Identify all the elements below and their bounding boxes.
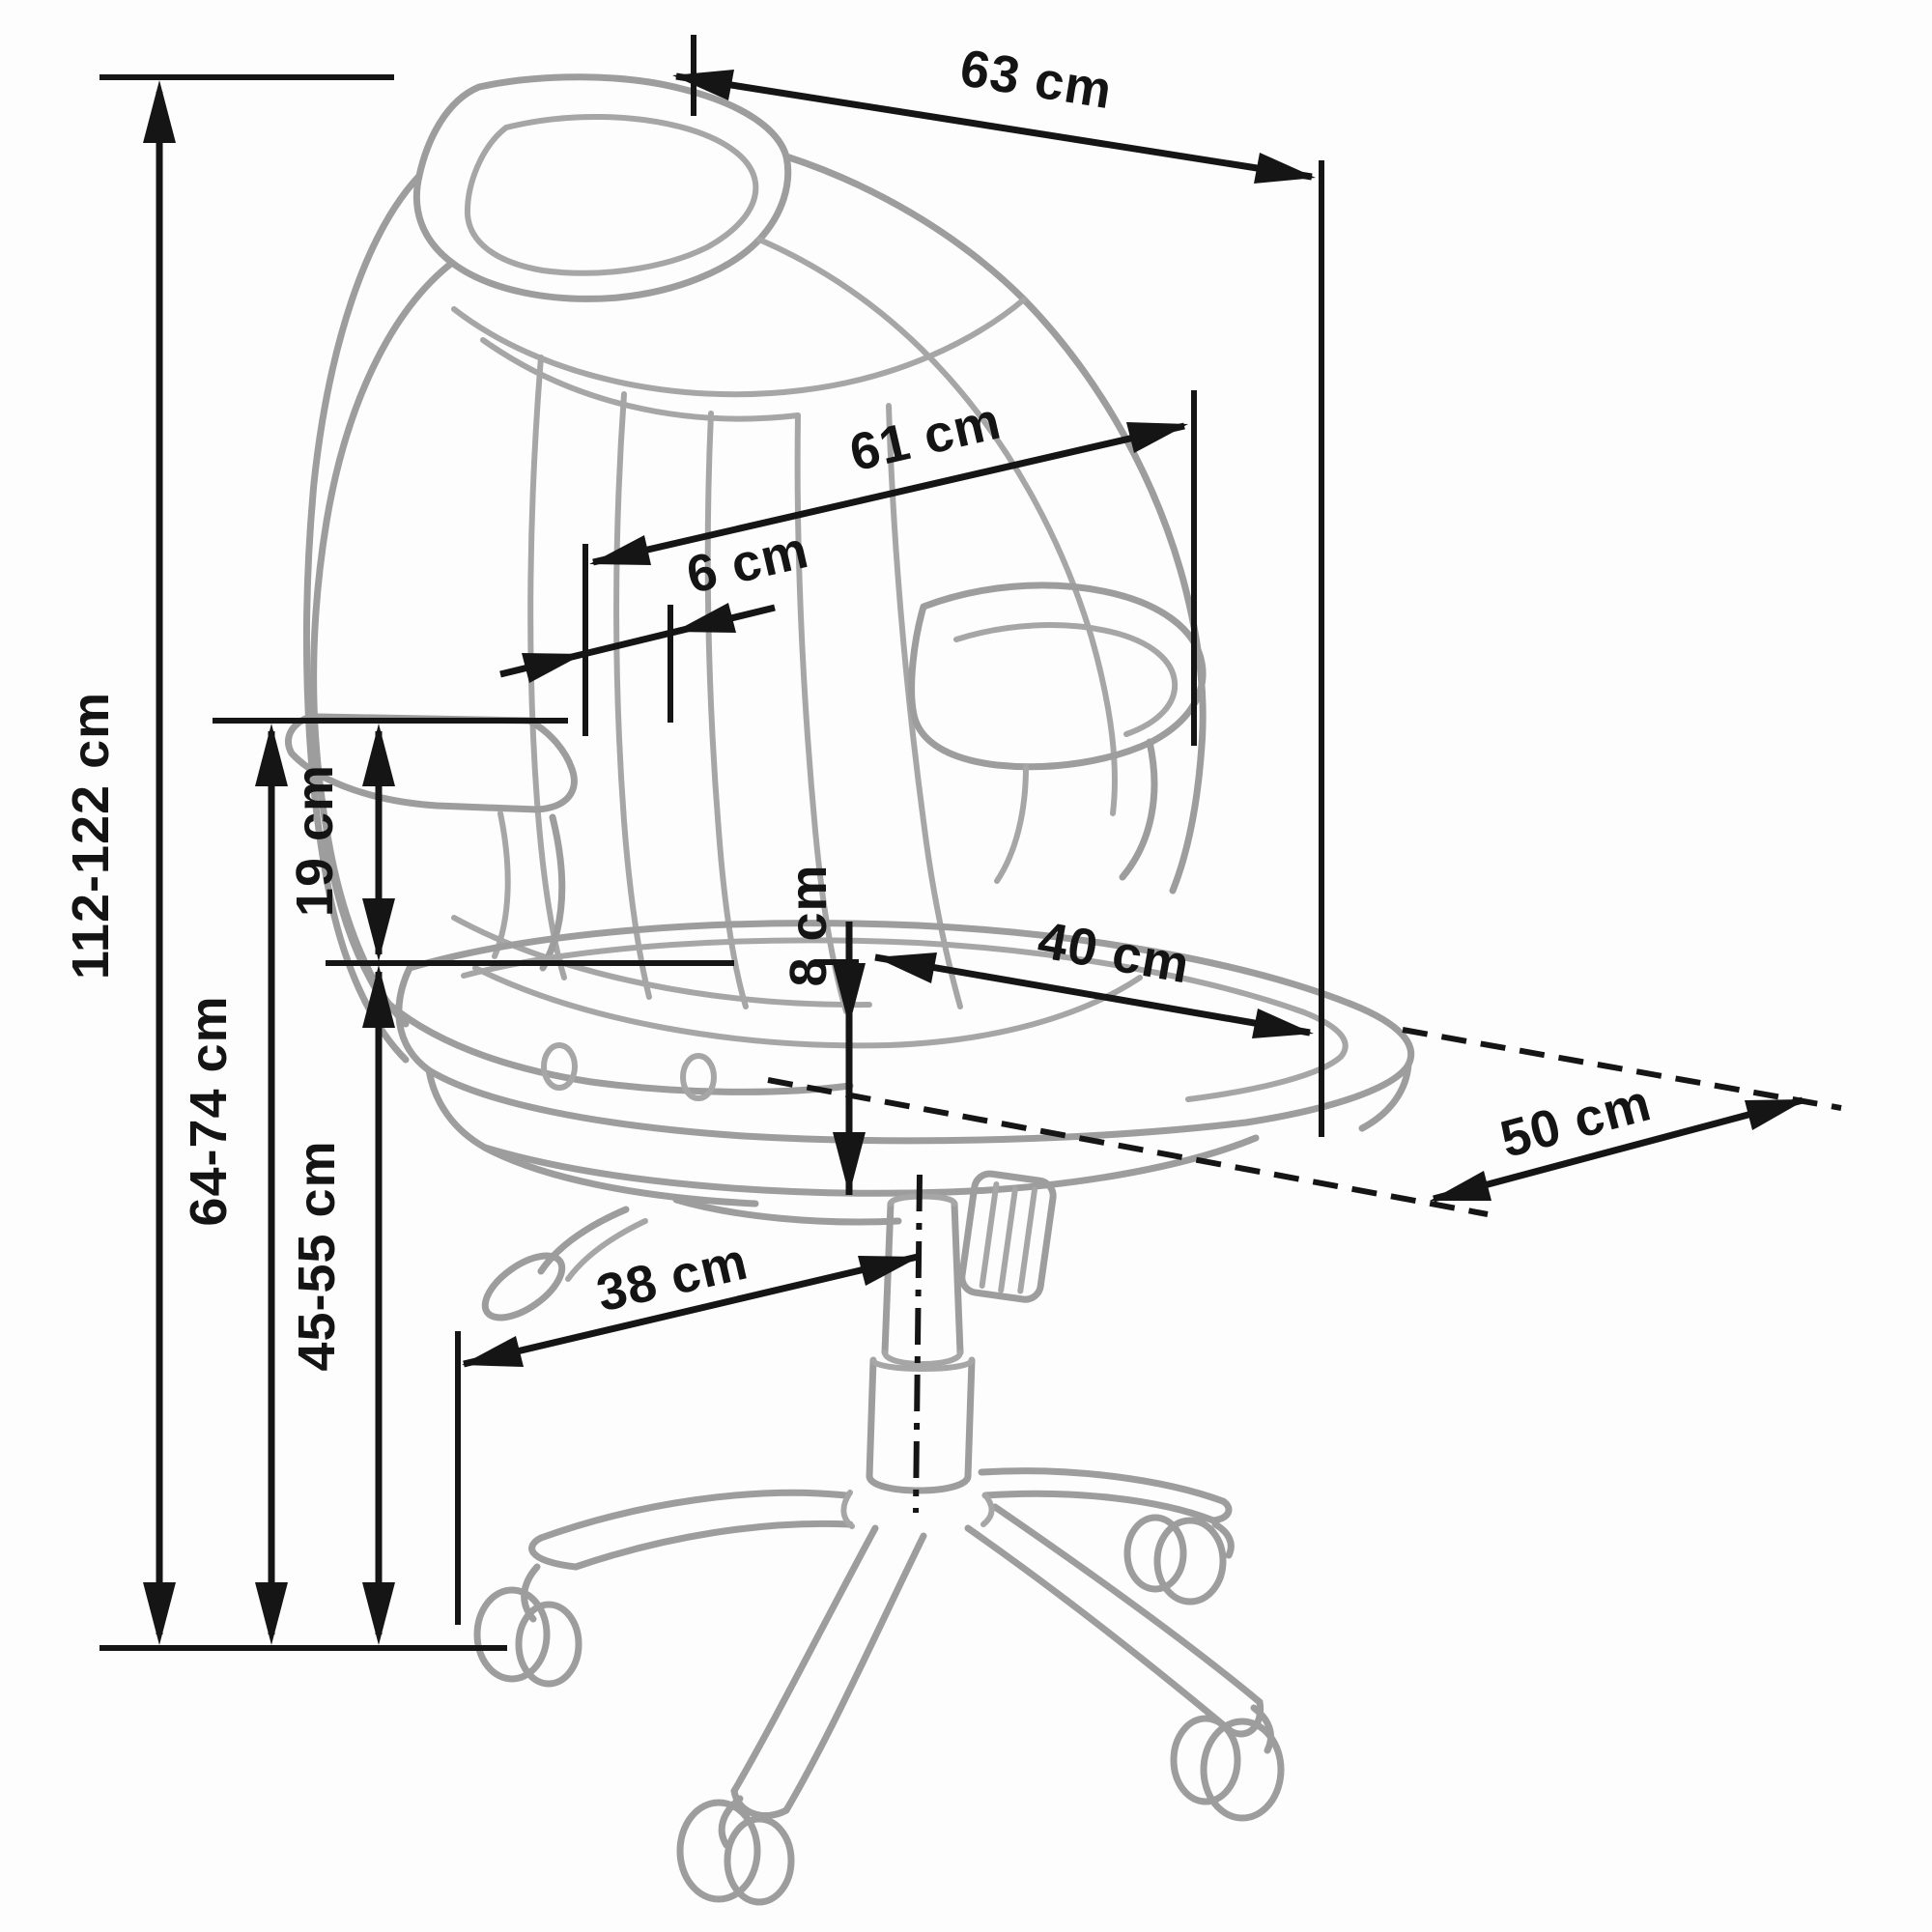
dim-armrest-floor-height: 64-74 cm (180, 718, 568, 1645)
caster-back-left (473, 1563, 582, 1688)
dim-base-leg-radius: 38 cm (455, 1174, 923, 1625)
dim-label-base-leg-radius: 38 cm (591, 1232, 753, 1322)
dim-label-seat-width: 40 cm (1034, 911, 1194, 995)
dim-total-height: 112-122 cm (62, 74, 507, 1651)
caster-front-right (1170, 1704, 1285, 1822)
dim-label-seat-cushion-thickness: 8 cm (780, 864, 838, 986)
dim-label-backrest-height: 61 cm (844, 391, 1007, 482)
dim-label-seat-floor-height: 45-55 cm (288, 1140, 346, 1371)
chair-headrest (412, 73, 792, 302)
dim-label-backrest-thickness: 6 cm (681, 521, 813, 605)
chair-base (473, 1467, 1285, 1906)
dim-backrest-width: 63 cm (672, 35, 1324, 1137)
chair-tilt-knob (958, 1170, 1057, 1303)
chair-armrest-right (908, 582, 1207, 884)
chair-armrest-left (285, 713, 854, 1101)
dim-label-backrest-width: 63 cm (956, 39, 1117, 120)
dim-label-seat-depth: 50 cm (1494, 1073, 1657, 1169)
dim-label-total-height: 112-122 cm (62, 692, 120, 980)
chair-seat (395, 920, 1415, 1208)
dim-seat-cushion-thickness: 8 cm (780, 864, 866, 1195)
dim-seat-depth: 50 cm (767, 1027, 1842, 1217)
dim-armrest-seat-height: 19 cm (286, 724, 734, 966)
caster-front-left (676, 1795, 795, 1906)
chair-mechanism (481, 1170, 1057, 1321)
dim-label-armrest-seat-height: 19 cm (286, 764, 344, 917)
dim-label-armrest-floor-height: 64-74 cm (180, 995, 238, 1226)
dim-backrest-thickness: 6 cm (499, 521, 814, 723)
dim-seat-floor-height: 45-55 cm (288, 965, 395, 1645)
caster-back-right (1123, 1514, 1235, 1605)
